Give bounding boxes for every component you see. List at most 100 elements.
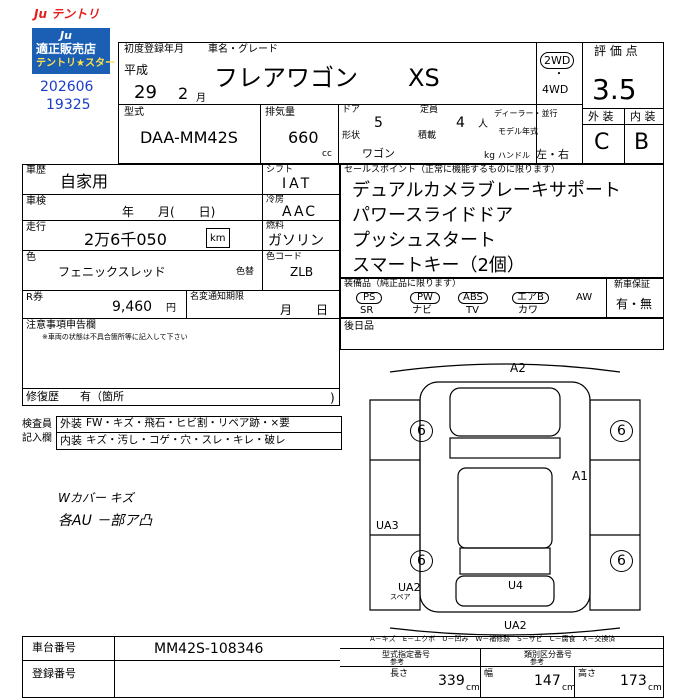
mark-u4: U4 [508, 579, 524, 592]
year: 29 [134, 82, 157, 103]
fuel-label: 燃料 [266, 221, 285, 231]
length-label: 長さ [390, 669, 409, 679]
logo-badge-top: Ju [60, 29, 72, 42]
repair-close: ) [330, 391, 335, 405]
drive-2wd: 2WD [540, 52, 575, 69]
type-designation-label: 型式指定番号 [382, 650, 430, 659]
name-change: 月 日 [280, 303, 329, 317]
displacement-label: 排気量 [265, 107, 295, 118]
mark-a1: A1 [572, 469, 588, 483]
car-name: フレアワゴン [214, 64, 358, 92]
rear-window [459, 547, 551, 575]
length-unit: cm [466, 683, 480, 693]
logo-brand: Ju テントリ [34, 7, 100, 21]
rear-hatch [455, 575, 555, 607]
km-unit: km [210, 233, 226, 244]
logo-badge: Ju 適正販売店 テントリ★スター [32, 28, 115, 74]
era: 平成 [124, 63, 149, 77]
equip-aw: AW [576, 292, 593, 303]
logo-code2: 19325 [46, 97, 91, 113]
rating: 3.5 [592, 73, 637, 106]
seats-label: 定員 [420, 105, 439, 115]
handle-label: ハンドル [498, 151, 530, 160]
mileage-label: 走行 [26, 222, 46, 233]
color-label: 色 [26, 252, 36, 263]
inspection-label: 車検 [26, 196, 46, 207]
color-code: ZLB [290, 265, 314, 279]
sales-point-1: デュアルカメラブレーキサポート [352, 180, 621, 201]
width-label: 幅 [484, 669, 494, 679]
class-ref: 参考 [530, 658, 544, 666]
mark-ua2-bottom: UA2 [504, 619, 527, 632]
exterior-label: 外 装 [588, 110, 614, 123]
load-label: 積載 [418, 131, 437, 141]
sales-point-3: プッシュスタート [352, 230, 496, 251]
new-car: 有・無 [616, 297, 653, 311]
equip-leather: カワ [518, 305, 538, 316]
color: フェニックスレッド [58, 265, 166, 279]
header-frame [118, 42, 664, 164]
equip-pw: PW [410, 292, 440, 304]
damage-legend: A－キズ E－エクボ U－凹み W－補修跡 S－サビ C－腐食 X－交換済 [370, 635, 616, 643]
equip-sr: SR [360, 305, 374, 316]
equip-airbag: エアB [512, 292, 549, 304]
after-box [340, 318, 664, 350]
mark-a2-top: A2 [510, 361, 526, 375]
drive-dot: ・ [554, 69, 564, 80]
logo-block: Ju テントリ Ju 適正販売店 テントリ★スター 202606 19325 [30, 6, 115, 118]
color-no-label: 色替 [236, 267, 255, 277]
exterior-row-label: 外装 [60, 417, 82, 430]
height-unit: cm [648, 683, 662, 693]
handwritten-note1: Wカバー キズ [58, 491, 134, 505]
grade: XS [408, 64, 440, 92]
drive-4wd: 4WD [542, 83, 569, 96]
inspector-label1: 検査員 [22, 419, 52, 430]
doors-label: ドア [342, 105, 361, 115]
inspector-label2: 記入欄 [22, 433, 52, 444]
sales-box [340, 164, 664, 278]
reg-no-label: 登録番号 [32, 667, 76, 680]
sales-point-2: パワースライドドア [352, 205, 514, 226]
left-side-panel [369, 399, 421, 611]
mark-6-fl: 6 [410, 420, 433, 442]
exterior-row: FW・キズ・飛石・ヒビ割・リペア跡・×要 [86, 417, 290, 429]
logo-code1: 202606 [40, 79, 94, 95]
type-label: 車歴 [26, 165, 46, 176]
shift-label: シフト [266, 165, 294, 175]
width: 147 [534, 673, 561, 689]
width-unit: cm [562, 683, 576, 693]
shape: ワゴン [362, 147, 395, 160]
mileage: 2万6千050 [84, 230, 167, 249]
class-label: 類別区分番号 [524, 650, 572, 659]
windshield [449, 437, 561, 459]
name-label: 車名・グレード [208, 44, 278, 55]
type: 自家用 [60, 172, 109, 191]
model-label: 型式 [124, 107, 144, 118]
recycle: 9,460 [112, 299, 153, 315]
after-label: 後日品 [344, 321, 374, 332]
equip-navi: ナビ [412, 305, 432, 316]
spare-label: スペア [390, 593, 411, 601]
recycle-label: R券 [26, 292, 43, 303]
ac-label: 冷房 [266, 195, 285, 205]
equip-abs: ABS [458, 292, 488, 304]
month: 2 [178, 84, 189, 103]
logo-badge-mid: 適正販売店 [36, 42, 97, 56]
left-form [22, 164, 340, 406]
new-car-label: 新車保証 [614, 280, 651, 290]
chassis-label: 車台番号 [32, 641, 76, 654]
repair: 有（箇所 [80, 390, 124, 403]
roof [457, 467, 553, 549]
month-unit: 月 [196, 93, 206, 104]
handle: 左・右 [536, 148, 569, 161]
mark-ua2-left: UA2 [398, 581, 421, 594]
chassis: MM42S-108346 [154, 641, 264, 657]
mark-6-fr: 6 [610, 420, 633, 442]
exterior-grade: C [594, 130, 610, 155]
car-diagram [369, 363, 641, 636]
equipment-box [340, 278, 664, 318]
seats: 4 [456, 115, 465, 131]
right-side-panel [589, 399, 641, 611]
cc-unit: cc [322, 149, 332, 159]
equipment-label: 装備品（純正品に限ります） [344, 279, 462, 289]
